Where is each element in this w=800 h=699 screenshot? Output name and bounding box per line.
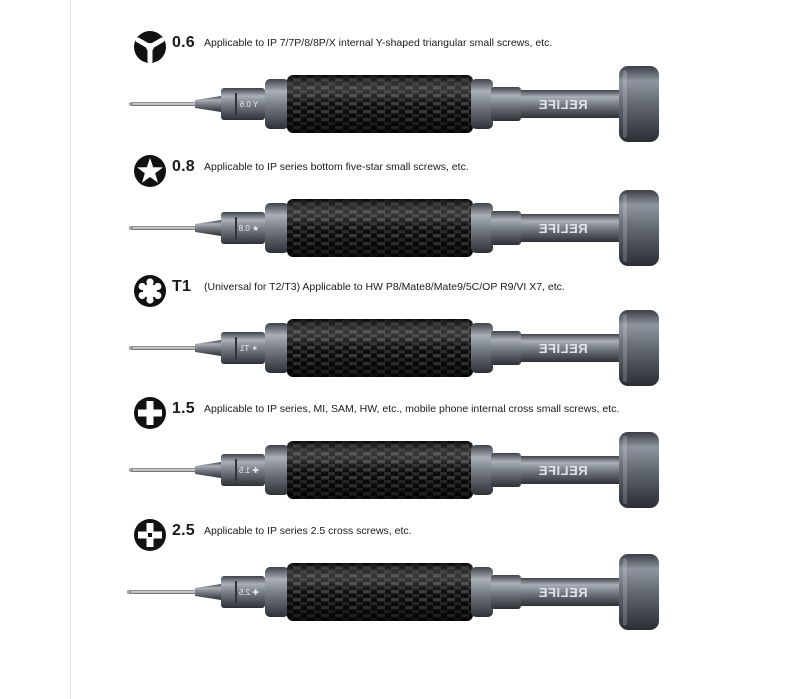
screwdriver-shaft: [521, 334, 621, 362]
screwdriver-image: ★ 0.8 RELIFE: [125, 186, 665, 270]
torx-icon: [133, 274, 167, 308]
screwdriver-tip: [129, 590, 195, 594]
screwdriver-back-ring: [471, 445, 493, 495]
screwdriver-tip: [131, 468, 195, 472]
cross-2-5-icon: [133, 518, 167, 552]
screwdriver-front-sleeve: [221, 212, 265, 244]
bit-size-label: 0.8: [172, 158, 195, 175]
screwdriver-row: 0.8 Applicable to IP series bottom five-…: [0, 152, 800, 273]
screwdriver-end-cap: [619, 66, 659, 142]
screwdriver-engraving: ★ 0.8: [238, 224, 259, 233]
bit-size-label: T1: [172, 278, 192, 295]
screwdriver-collar: [195, 462, 221, 478]
screwdriver-front-ring: [265, 323, 289, 373]
screwdriver-collar: [195, 96, 221, 112]
bit-description: Applicable to IP series 2.5 cross screws…: [204, 525, 412, 537]
screwdriver-front-sleeve: [221, 454, 265, 486]
screwdriver-tip: [131, 226, 195, 230]
screwdriver-engraving: ✚ 2.5: [238, 588, 259, 597]
screwdriver-engraving: Y 0.6: [239, 100, 258, 109]
screwdriver-back-ring: [471, 567, 493, 617]
screwdriver-image: ✚ 1.5 RELIFE: [125, 428, 665, 512]
screwdriver-front-sleeve: [221, 88, 265, 120]
screwdriver-collar: [195, 220, 221, 236]
pentalobe-star-icon: [133, 154, 167, 188]
screwdriver-row: 2.5 Applicable to IP series 2.5 cross sc…: [0, 516, 800, 637]
left-border-line: [70, 0, 71, 699]
bit-description: Applicable to IP series, MI, SAM, HW, et…: [204, 403, 620, 415]
screwdriver-tip: [131, 102, 195, 106]
screwdriver-tip: [131, 346, 195, 350]
brand-logo: RELIFE: [538, 341, 587, 356]
screwdriver-image: ✚ 2.5 RELIFE: [125, 550, 665, 634]
screwdriver-image: ✶ T1 RELIFE: [125, 306, 665, 390]
brand-logo: RELIFE: [538, 97, 587, 112]
bit-size-label: 2.5: [172, 522, 195, 539]
screwdriver-row: 1.5 Applicable to IP series, MI, SAM, HW…: [0, 394, 800, 515]
bit-size-label: 0.6: [172, 34, 195, 51]
screwdriver-back-ring: [471, 203, 493, 253]
screwdriver-end-cap: [619, 190, 659, 266]
screwdriver-image: Y 0.6 RELIFE: [125, 62, 665, 146]
screwdriver-end-cap: [619, 554, 659, 630]
screwdriver-engraving: ✶ T1: [239, 344, 258, 353]
bit-description: (Universal for T2/T3) Applicable to HW P…: [204, 281, 565, 293]
screwdriver-collar: [195, 584, 221, 600]
bit-size-label: 1.5: [172, 400, 195, 417]
brand-logo: RELIFE: [538, 585, 587, 600]
screwdriver-front-ring: [265, 79, 289, 129]
screwdriver-shaft: [521, 456, 621, 484]
bit-description: Applicable to IP 7/7P/8/8P/X internal Y-…: [204, 37, 553, 49]
bit-description: Applicable to IP series bottom five-star…: [204, 161, 469, 173]
y-tri-wing-icon: [133, 30, 167, 64]
screwdriver-front-ring: [265, 567, 289, 617]
screwdriver-front-ring: [265, 445, 289, 495]
screwdriver-back-ring: [471, 79, 493, 129]
screwdriver-end-cap: [619, 310, 659, 386]
brand-logo: RELIFE: [538, 463, 587, 478]
screwdriver-shaft: [521, 90, 621, 118]
screwdriver-row: T1 (Universal for T2/T3) Applicable to H…: [0, 272, 800, 393]
screwdriver-back-ring: [471, 323, 493, 373]
phillips-cross-icon: [133, 396, 167, 430]
screwdriver-shaft: [521, 214, 621, 242]
screwdriver-front-ring: [265, 203, 289, 253]
screwdriver-front-sleeve: [221, 332, 265, 364]
brand-logo: RELIFE: [538, 221, 587, 236]
screwdriver-front-sleeve: [221, 576, 265, 608]
screwdriver-end-cap: [619, 432, 659, 508]
screwdriver-shaft: [521, 578, 621, 606]
screwdriver-engraving: ✚ 1.5: [238, 466, 259, 475]
screwdriver-row: 0.6 Applicable to IP 7/7P/8/8P/X interna…: [0, 28, 800, 149]
screwdriver-collar: [195, 340, 221, 356]
